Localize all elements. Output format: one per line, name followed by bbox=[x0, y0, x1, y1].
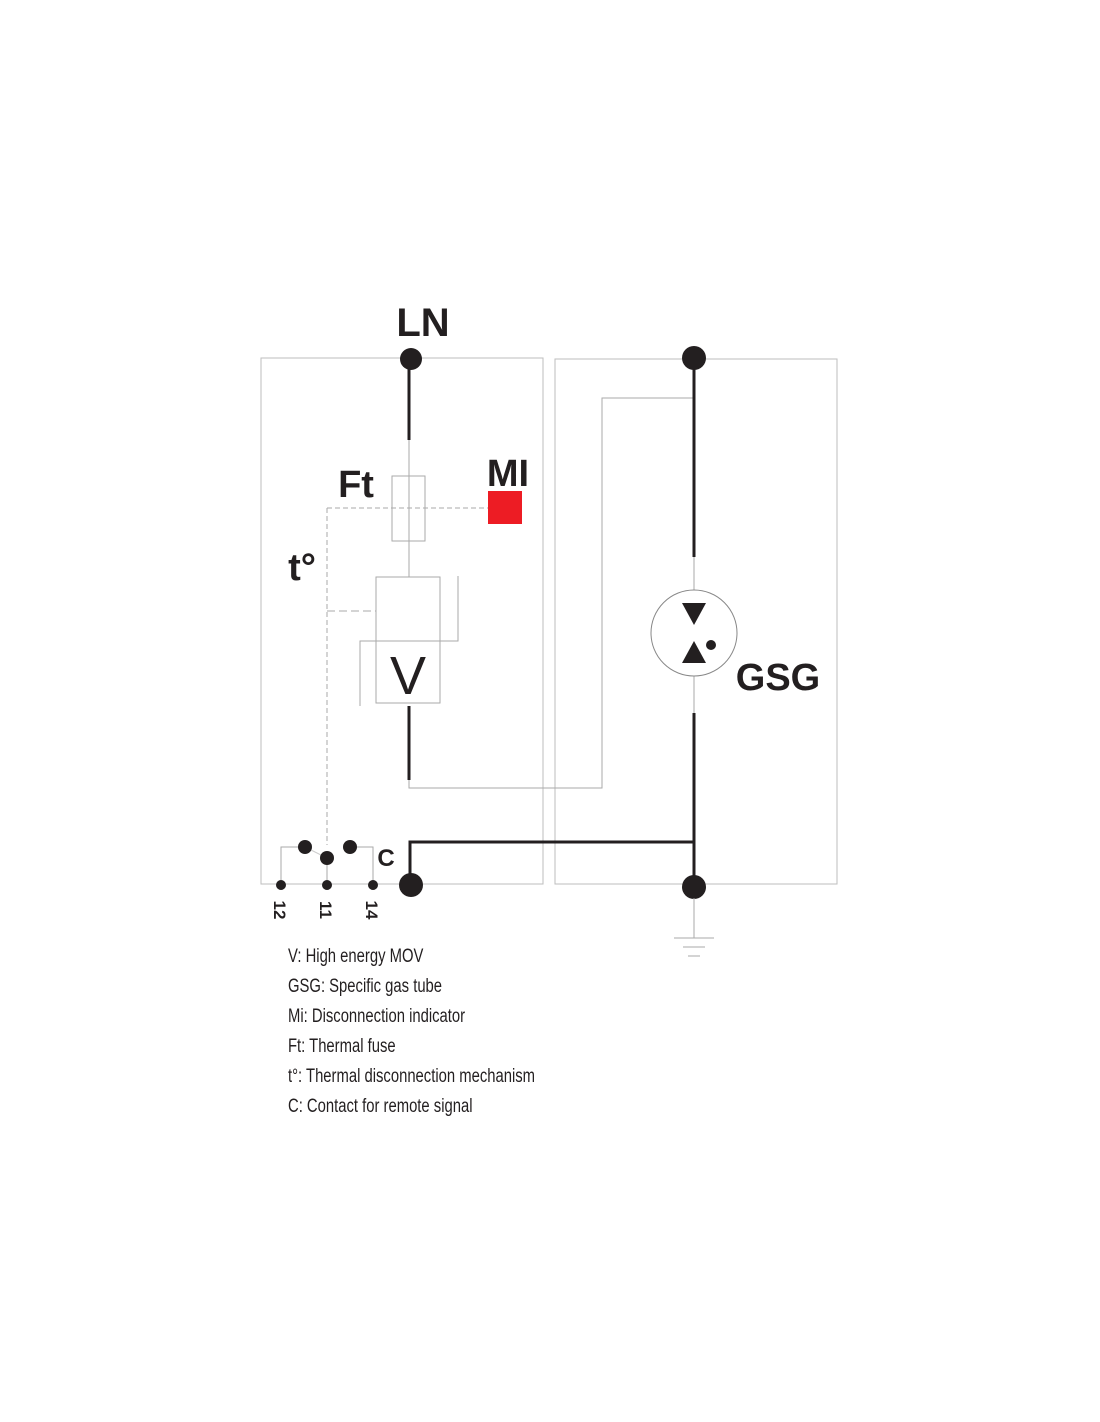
ln-label: LN bbox=[396, 301, 449, 345]
disconnection-indicator bbox=[488, 491, 522, 524]
legend-item: Ft: Thermal fuse bbox=[288, 1036, 396, 1057]
gsg-label: GSG bbox=[736, 657, 820, 699]
gas-tube bbox=[650, 589, 738, 677]
remote-signal-contact bbox=[276, 840, 378, 890]
legend-item: V: High energy MOV bbox=[288, 946, 424, 967]
v-label: V bbox=[390, 646, 426, 706]
t-label: t° bbox=[288, 547, 316, 589]
gas-tube-lower-electrode-icon bbox=[682, 641, 706, 663]
c-label: C bbox=[377, 845, 394, 872]
legend: V: High energy MOV GSG: Specific gas tub… bbox=[288, 942, 535, 1122]
legend-item: Mi: Disconnection indicator bbox=[288, 1006, 466, 1027]
gas-tube-upper-electrode-icon bbox=[682, 603, 706, 625]
terminal-14-label: 14 bbox=[362, 901, 381, 920]
ground-icon bbox=[674, 898, 714, 957]
pe-terminal-right bbox=[682, 875, 706, 899]
left-module-box bbox=[260, 357, 544, 885]
ft-label: Ft bbox=[338, 464, 374, 506]
legend-item: C: Contact for remote signal bbox=[288, 1096, 473, 1117]
terminal-11-label: 11 bbox=[316, 901, 335, 919]
top-right-terminal bbox=[682, 346, 706, 370]
mov-upper bbox=[375, 576, 441, 642]
mi-label: MI bbox=[487, 453, 529, 495]
terminal-12-label: 12 bbox=[270, 901, 289, 920]
legend-item: GSG: Specific gas tube bbox=[288, 976, 443, 997]
legend-item: t°: Thermal disconnection mechanism bbox=[288, 1066, 536, 1087]
pe-terminal-left bbox=[399, 873, 423, 897]
ln-terminal bbox=[400, 348, 422, 370]
